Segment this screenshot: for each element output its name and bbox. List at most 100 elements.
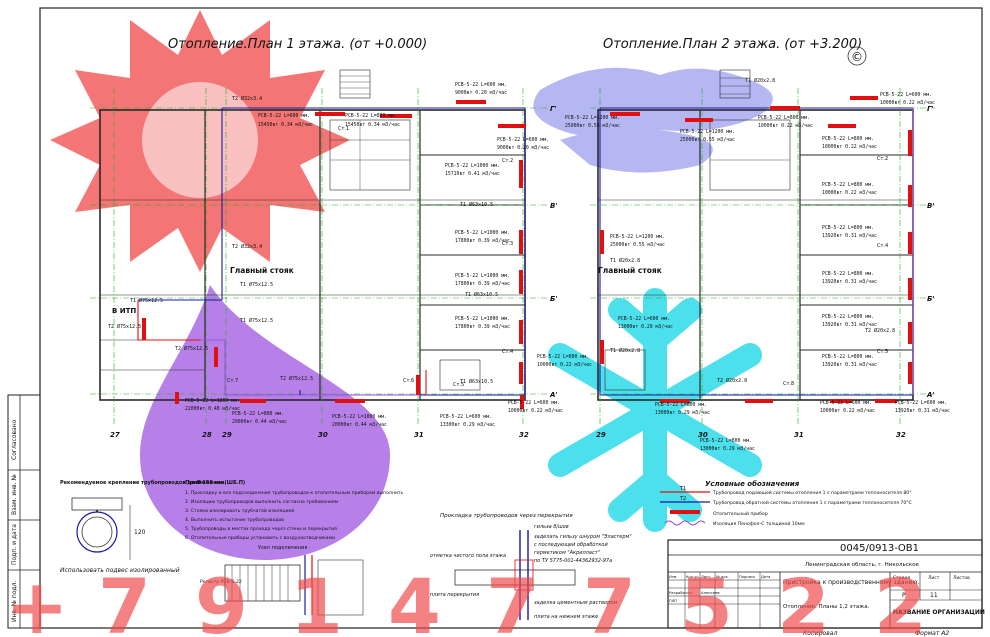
- riser-label: Ст.5: [877, 349, 888, 355]
- tb-col-header: Изм.: [669, 575, 677, 579]
- detail-support-title: Рекомендуемое крепление трубопроводов до…: [60, 479, 245, 486]
- radiator: [908, 185, 912, 207]
- radiator: [908, 362, 912, 384]
- radiator: [600, 340, 604, 364]
- legend-title: Условные обозначения: [705, 480, 800, 488]
- pass-label: заделка цементным раствором: [534, 600, 617, 606]
- watermark-digit: 7: [98, 562, 151, 637]
- load-label: 9000вт 0.20 м3/час: [497, 145, 549, 151]
- riser-label: Ст.4: [877, 243, 888, 249]
- watermark-sun-shape: [50, 10, 350, 272]
- copyright-sign: ©: [851, 50, 863, 64]
- radiator-label: РСВ-5-22 L=600 мм.: [440, 414, 492, 420]
- pass-label: плита перекрытия: [430, 592, 479, 598]
- grid-col-label: 30: [698, 431, 708, 439]
- radiator-label: РСВ-5-22 L=600 мм.: [497, 137, 549, 143]
- radiator: [745, 399, 773, 403]
- tb-stage-hdr: Стадия: [893, 575, 911, 581]
- load-label: 20000вт 0.44 м3/час: [232, 419, 287, 425]
- supply-pipe: [222, 107, 526, 396]
- pass-label: гильза б/шов: [534, 524, 569, 530]
- radiator-label: РСВ-5-22 L=1000 мм.: [455, 230, 510, 236]
- grid-row-label: Г': [550, 105, 557, 113]
- radiator-label: РСВ-5-22 L=800 мм.: [822, 271, 874, 277]
- radiator-label: РСВ-5-22 L=1000 мм.: [332, 414, 387, 420]
- pipe-label: Т1 Ø63х10.5: [460, 201, 493, 208]
- radiator: [519, 160, 523, 188]
- pipe-label: Т1 Ø63х10.5: [465, 291, 498, 298]
- load-label: 10000вт 0.22 м3/час: [508, 408, 563, 414]
- left-strip: [7, 394, 41, 629]
- legend-item: Трубопровод обратной системы отопления 1…: [712, 499, 912, 506]
- legend-item: Трубопровод подающей системы отопления 1…: [712, 489, 912, 496]
- radiator-label: РСВ-5-22 L=800 мм.: [345, 113, 397, 119]
- load-label: 10000вт 0.22 м3/час: [758, 123, 813, 129]
- tb-role: Разработал: [669, 590, 693, 595]
- grid-row-label: В': [927, 202, 934, 210]
- radiator-label: РСВ-5-22 L=1000 мм.: [455, 316, 510, 322]
- radiator-label: РСВ-5-22 L=1200 мм.: [565, 115, 620, 121]
- radiator: [685, 118, 713, 122]
- grid-row-label: Б': [927, 295, 934, 303]
- radiator: [908, 278, 912, 300]
- tb-role: ГИП: [669, 598, 677, 603]
- plan1-title: Отопление.План 1 этажа. (от +0.000): [168, 37, 427, 52]
- radiator-label: РСВ-5-22 L=600 мм.: [455, 82, 507, 88]
- riser-label: Ст.4: [502, 349, 513, 355]
- legend: Условные обозначения Т1 Трубопровод пода…: [660, 480, 912, 527]
- watermark-digit: 2: [777, 562, 830, 637]
- watermark-digit: 7: [486, 562, 539, 637]
- load-label: 25000вт 0.55 м3/час: [565, 123, 620, 129]
- legend-radiator-swatch: [670, 510, 700, 514]
- watermark-digit: +: [5, 562, 69, 637]
- radiator: [600, 230, 604, 254]
- radiator: [519, 270, 523, 294]
- pipe-label: Т2 Ø75х12.5: [175, 345, 208, 352]
- strip-replaces: Взам. инв. №: [11, 474, 18, 515]
- detail-pass-title: Прокладка трубопроводов через перекрытия: [440, 513, 573, 519]
- pipe-label: Т1 Ø20х2.8: [610, 347, 640, 354]
- load-label: 13920вт 0.31 м3/час: [822, 279, 877, 285]
- load-label: 17800вт 0.39 м3/час: [455, 324, 510, 330]
- radiator-label: РСВ-5-22 L=800 мм.: [822, 354, 874, 360]
- radiator-label: РСВ-5-22 L=600 мм.: [618, 316, 670, 322]
- note-line: 1. Прокладку и все подсоединения трубопр…: [185, 490, 404, 496]
- grid-col-label: 27: [110, 431, 120, 439]
- radiator-label: РСВ-5-22 L=800 мм.: [537, 354, 589, 360]
- radiator-label: РСВ-5-22 L=600 мм.: [820, 400, 872, 406]
- load-label: 9000вт 0.20 м3/час: [455, 90, 507, 96]
- radiator-label: РСВ-5-22 L=1200 мм.: [610, 234, 665, 240]
- sheet-frame: [39, 7, 983, 629]
- load-label: 17800вт 0.39 м3/час: [455, 238, 510, 244]
- radiator: [660, 399, 690, 403]
- pipe-label: Т1 Ø75х12.5: [240, 281, 273, 288]
- legend-item: Изоляция Пенофол-С толщиной 10мм: [713, 520, 805, 527]
- radiator: [875, 399, 897, 403]
- riser-label: Ст.2: [877, 156, 888, 162]
- tb-col-header: Лист: [701, 575, 710, 579]
- load-label: 13920вт 0.31 м3/час: [822, 233, 877, 239]
- load-label: 15450вт 0.34 м3/час: [258, 122, 313, 128]
- radiator: [908, 130, 912, 156]
- legend-code-t2: Т2: [679, 496, 686, 502]
- note-line: 6. Отопительные приборы установить с воз…: [185, 535, 335, 541]
- radiator-label: РСВ-5-22 L=800 мм.: [822, 314, 874, 320]
- radiator: [828, 124, 856, 128]
- watermark-snowflake-shape: [548, 288, 762, 532]
- radiator: [610, 112, 640, 116]
- grid-row-label: А': [926, 391, 935, 399]
- load-label: 22000вт 0.48 м3/час: [185, 406, 240, 412]
- tb-sheet-name: Отопление. Планы 1,2 этажа.: [783, 604, 870, 610]
- load-label: 10000вт 0.22 м3/час: [537, 362, 592, 368]
- radiator: [519, 362, 523, 384]
- radiator-label: РСВ-5-22 L=800 мм.: [822, 136, 874, 142]
- load-label: 17800вт 0.39 м3/час: [455, 281, 510, 287]
- grid-row-label: Г': [927, 105, 934, 113]
- copyright-circle: [847, 46, 867, 66]
- tb-sheet-hdr: Лист: [928, 575, 940, 581]
- grid-col-label: 29: [222, 431, 232, 439]
- pipe-label: Т1 Ø20х2.8: [745, 77, 775, 84]
- note-line: 3. Стояки изолировать трубчатой изоляцие…: [185, 507, 294, 514]
- radiator: [380, 114, 412, 118]
